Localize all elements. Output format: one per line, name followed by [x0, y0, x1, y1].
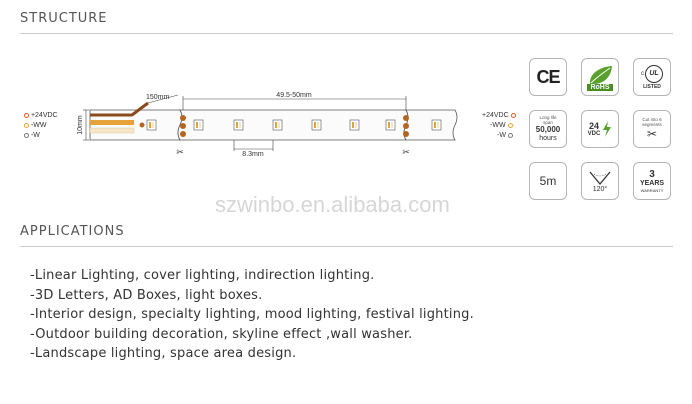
- led-chip: [272, 119, 283, 131]
- list-item: -Landscape lighting, space area design.: [30, 346, 297, 361]
- strip-right-segment: [403, 109, 458, 141]
- scissors-icon: ✂: [402, 148, 410, 158]
- cut-pad: [403, 131, 409, 137]
- warranty-word: YEARS: [639, 179, 665, 187]
- right-terminal-ww: -WW: [490, 122, 513, 129]
- terminal-label: -WW: [490, 122, 506, 129]
- warranty-sub: WARRANTY: [640, 187, 664, 193]
- left-terminal-w: -W: [24, 132, 40, 139]
- voltage-badge: 24 VDC: [581, 110, 619, 148]
- strip-middle-segment: [177, 109, 409, 141]
- structure-divider: [20, 33, 673, 34]
- cut-pad: [180, 123, 186, 129]
- led-chip: [146, 119, 157, 131]
- ul-listed-badge: c UL LISTED: [633, 58, 671, 96]
- beam-angle-label: 120°: [592, 185, 608, 193]
- circle-icon: [507, 132, 513, 138]
- structure-heading: STRUCTURE: [20, 11, 108, 26]
- lifespan-label: Long life span: [539, 115, 557, 125]
- right-terminal-w: -W: [497, 132, 513, 139]
- lifespan-badge: Long life span 50,000 hours: [529, 110, 567, 148]
- cut-pad: [180, 131, 186, 137]
- terminal-label: -W: [497, 132, 506, 139]
- length-badge: 5m: [529, 162, 567, 200]
- ce-badge: CE: [529, 58, 567, 96]
- ul-listed-label: LISTED: [643, 83, 661, 90]
- watermark: szwinbo.en.alibaba.com: [215, 192, 450, 217]
- cut-segment-badge: Cut into 6 segments ✂: [633, 110, 671, 148]
- beam-angle-icon: [589, 171, 611, 185]
- terminal-label: -W: [30, 132, 40, 139]
- led-chip: [349, 119, 360, 131]
- led-chip: [431, 119, 442, 131]
- led-chip: [385, 119, 396, 131]
- applications-list: -Linear Lighting, cover lighting, indire…: [30, 266, 474, 364]
- wire-w: [89, 127, 135, 134]
- warranty-number: 3: [649, 168, 655, 180]
- lifespan-unit: hours: [539, 135, 557, 142]
- rohs-label: RoHS: [587, 83, 613, 91]
- led-chip: [311, 119, 322, 131]
- applications-heading: APPLICATIONS: [20, 224, 125, 239]
- lifespan-value: 50,000: [535, 125, 561, 134]
- led-pitch-label: 8.3mm: [242, 151, 264, 158]
- left-terminal-24vdc: +24VDC: [24, 112, 58, 119]
- ul-c-mark: c: [641, 70, 644, 77]
- height-dimension-label: 10mm: [77, 115, 84, 135]
- applications-divider: [20, 246, 673, 247]
- circle-icon: [507, 122, 513, 128]
- list-item: -Interior design, specialty lighting, mo…: [30, 307, 474, 322]
- circle-icon: [510, 112, 516, 118]
- list-item: -Outdoor building decoration, skyline ef…: [30, 326, 413, 342]
- terminal-label: +24VDC: [30, 112, 58, 119]
- cut-label: Cut into 6 segments: [642, 117, 662, 127]
- terminal-label: -WW: [30, 122, 47, 129]
- voltage-unit: VDC: [587, 130, 601, 137]
- led-chip: [193, 119, 204, 131]
- list-item: -Linear Lighting, cover lighting, indire…: [30, 268, 375, 283]
- cut-pad: [403, 115, 409, 121]
- led-chip: [233, 119, 244, 131]
- wire-24vdc: [90, 101, 149, 117]
- voltage-value: 24: [588, 120, 599, 131]
- warranty-badge: 3 YEARS WARRANTY: [633, 162, 671, 200]
- length-value: 5m: [539, 174, 557, 188]
- leaf-icon: [589, 65, 612, 84]
- lead-length-label: 150mm: [146, 94, 170, 101]
- circle-icon: [24, 132, 29, 138]
- cut-pad: [180, 115, 186, 121]
- beam-angle-badge: 120°: [581, 162, 619, 200]
- wire-ww: [90, 120, 134, 125]
- left-terminal-ww: -WW: [24, 122, 47, 129]
- scissors-icon: ✂: [176, 148, 184, 158]
- circle-icon: [24, 112, 29, 118]
- right-terminal-24vdc: +24VDC: [482, 112, 516, 119]
- lightning-icon: [603, 121, 612, 137]
- cut-pad: [403, 123, 409, 129]
- list-item: -3D Letters, AD Boxes, light boxes.: [30, 287, 263, 303]
- rohs-badge: RoHS: [581, 58, 619, 96]
- ul-logo: UL: [645, 64, 663, 83]
- ce-mark: CE: [536, 66, 560, 87]
- led-strip-diagram: 10mm 150mm 49.5-50mm 8.3mm ✂ ✂: [77, 92, 458, 158]
- circle-icon: [24, 122, 29, 128]
- cut-length-label: 49.5-50mm: [276, 92, 312, 99]
- terminal-label: +24VDC: [482, 112, 509, 119]
- scissors-icon: ✂: [646, 127, 658, 141]
